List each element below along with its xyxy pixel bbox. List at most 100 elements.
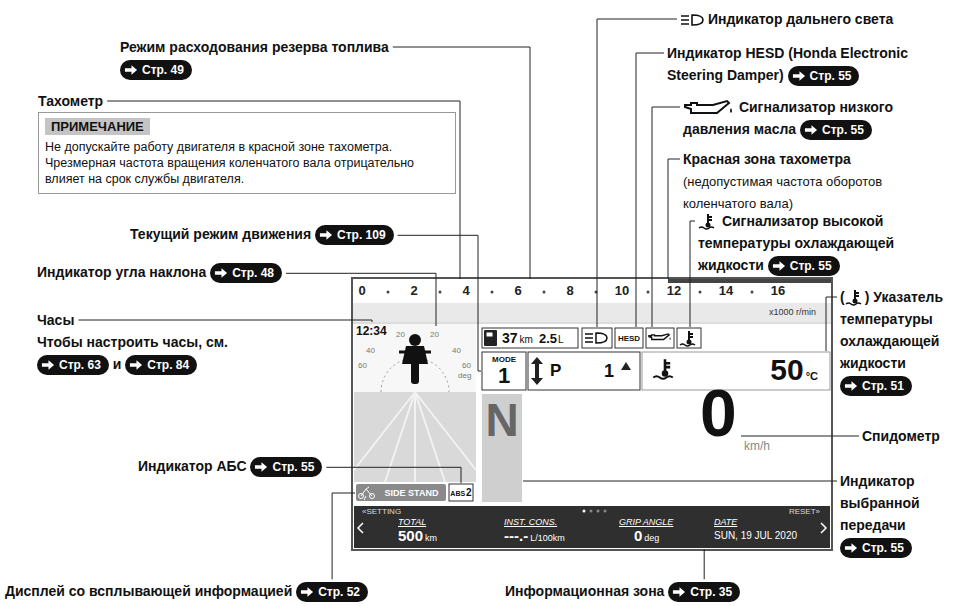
arrow-icon [254, 461, 268, 473]
callout-group: Индикатор выбранной передачи Стр. 55 [840, 470, 960, 558]
thermometer [855, 290, 859, 300]
info-group: RESET» [789, 507, 820, 516]
waves [846, 303, 861, 305]
info-text: L/100km [530, 533, 565, 543]
badge-slot: Стр. 55 [788, 67, 860, 83]
info-text: INST. CONS. [504, 517, 557, 527]
callout-label: Индикатор выбранной передачи [840, 473, 920, 533]
box-outline [482, 328, 578, 348]
note-body: Не допускайте работу двигателя в красной… [45, 139, 449, 187]
callout-group: Индикатор дальнего света [680, 8, 960, 30]
callout-label: Красная зона тахометра [683, 151, 851, 167]
display-text: °C [806, 370, 818, 382]
coolant-icon [680, 331, 695, 346]
info-text: ---.- [504, 527, 528, 544]
leader-line [704, 549, 705, 579]
callout-note: (недопустимая частота оборотов коленчато… [683, 174, 882, 211]
arrow-icon [41, 359, 55, 371]
thermometer [689, 331, 693, 341]
page-ref-badge: Стр. 35 [668, 582, 740, 602]
callout-label: Тахометр [38, 93, 103, 109]
tft-display: 0246810121416x1000 r/min12:3420406020406… [352, 278, 832, 550]
page-ref-text: Стр. 55 [822, 120, 864, 140]
info-text: SUN, 19 JUL 2020 [714, 530, 797, 541]
badge-slot: Стр. 55 [250, 458, 322, 474]
callout-label: Дисплей со всплывающей информацией [5, 583, 292, 599]
fuel-box [482, 328, 578, 348]
display-text: 14 [719, 284, 733, 299]
info-group: DATE [714, 517, 737, 527]
display-text: 16 [771, 284, 785, 299]
page-ref-text: Стр. 48 [232, 263, 274, 283]
waves [699, 227, 714, 229]
badge-slot: Стр. 55 [768, 257, 840, 273]
page-ref-badge: Стр. 55 [788, 66, 860, 86]
lean-angle-graphic [354, 324, 476, 482]
callout-label: Текущий режим движения [130, 226, 311, 242]
chevron-left [358, 523, 363, 533]
page-ref-text: Стр. 84 [147, 355, 189, 375]
page-ref-badge: Стр. 109 [315, 225, 394, 245]
abs-box-outline [449, 484, 473, 501]
info-ground [354, 506, 830, 548]
tach-dot [699, 291, 702, 294]
arrow-icon [300, 586, 314, 598]
callout-group: Индикатор угла наклона Стр. 48 [37, 261, 337, 283]
box-outline [582, 328, 612, 348]
oil-drop [669, 337, 670, 340]
info-group: «SETTING [362, 507, 401, 516]
display-text: 40 [366, 346, 375, 355]
box-outline [677, 328, 701, 348]
popup-box: SIDE STAND [377, 484, 446, 501]
callout-group: Индикатор АБС Стр. 55 [138, 455, 368, 477]
leader-line [78, 320, 372, 322]
arrow-shape [301, 588, 313, 597]
display-text: 2 [466, 487, 472, 498]
callout-label: Информационная зона [505, 583, 664, 599]
arrow-icon [804, 124, 818, 136]
gear-shift-outline [528, 352, 640, 390]
callout-label: Индикатор АБС [138, 458, 247, 474]
arrow-icon [792, 70, 806, 82]
callout-group: Режим расходования резерва топливаСтр. 4… [120, 36, 500, 80]
page-ref-text: Стр. 55 [862, 538, 904, 558]
callout-label: ( [840, 289, 845, 305]
tach-dot [439, 291, 442, 294]
page-ref-badge: Стр. 52 [296, 582, 368, 602]
arrow-icon [129, 359, 143, 371]
fuel-icon-window [487, 333, 493, 337]
info-group: 0deg [634, 527, 659, 544]
oil-box [646, 328, 674, 348]
arrow-shape [673, 588, 685, 597]
leader-line [523, 481, 837, 482]
callout-label: Режим расходования резерва топлива [120, 39, 389, 55]
badge-slot: Стр. 52 [296, 583, 368, 599]
waves [653, 376, 673, 379]
arrow-shape [805, 126, 817, 135]
display-text: P [550, 361, 561, 381]
display-text: deg [458, 371, 471, 380]
page-ref-badge: Стр. 84 [125, 355, 197, 375]
lean-area [354, 324, 476, 482]
info-text: km [425, 533, 437, 543]
tach-dot [543, 291, 546, 294]
page-ref-text: Стр. 63 [59, 355, 101, 375]
display-text: 20 [396, 330, 405, 339]
display-text: 1 [498, 364, 510, 387]
page-ref-text: Стр. 55 [790, 256, 832, 276]
oil-icon [649, 334, 671, 340]
info-zone-graphic [354, 506, 830, 548]
page-ref-badge: Стр. 55 [250, 457, 322, 477]
page-ref-text: Стр. 55 [810, 66, 852, 86]
display-text: 10 [615, 284, 629, 299]
abs-indicator: ABS2 [449, 484, 473, 501]
display-text: km [520, 334, 533, 345]
side-stand-popup [356, 484, 446, 501]
info-text: 500 [398, 527, 423, 544]
callout-label: Индикатор угла наклона [37, 264, 206, 280]
display-text: 2.5 [539, 331, 557, 346]
display-text: 4 [462, 284, 469, 299]
info-text: GRIP ANGLE [619, 517, 673, 527]
leader-line [286, 273, 436, 326]
info-text: deg [644, 533, 659, 543]
